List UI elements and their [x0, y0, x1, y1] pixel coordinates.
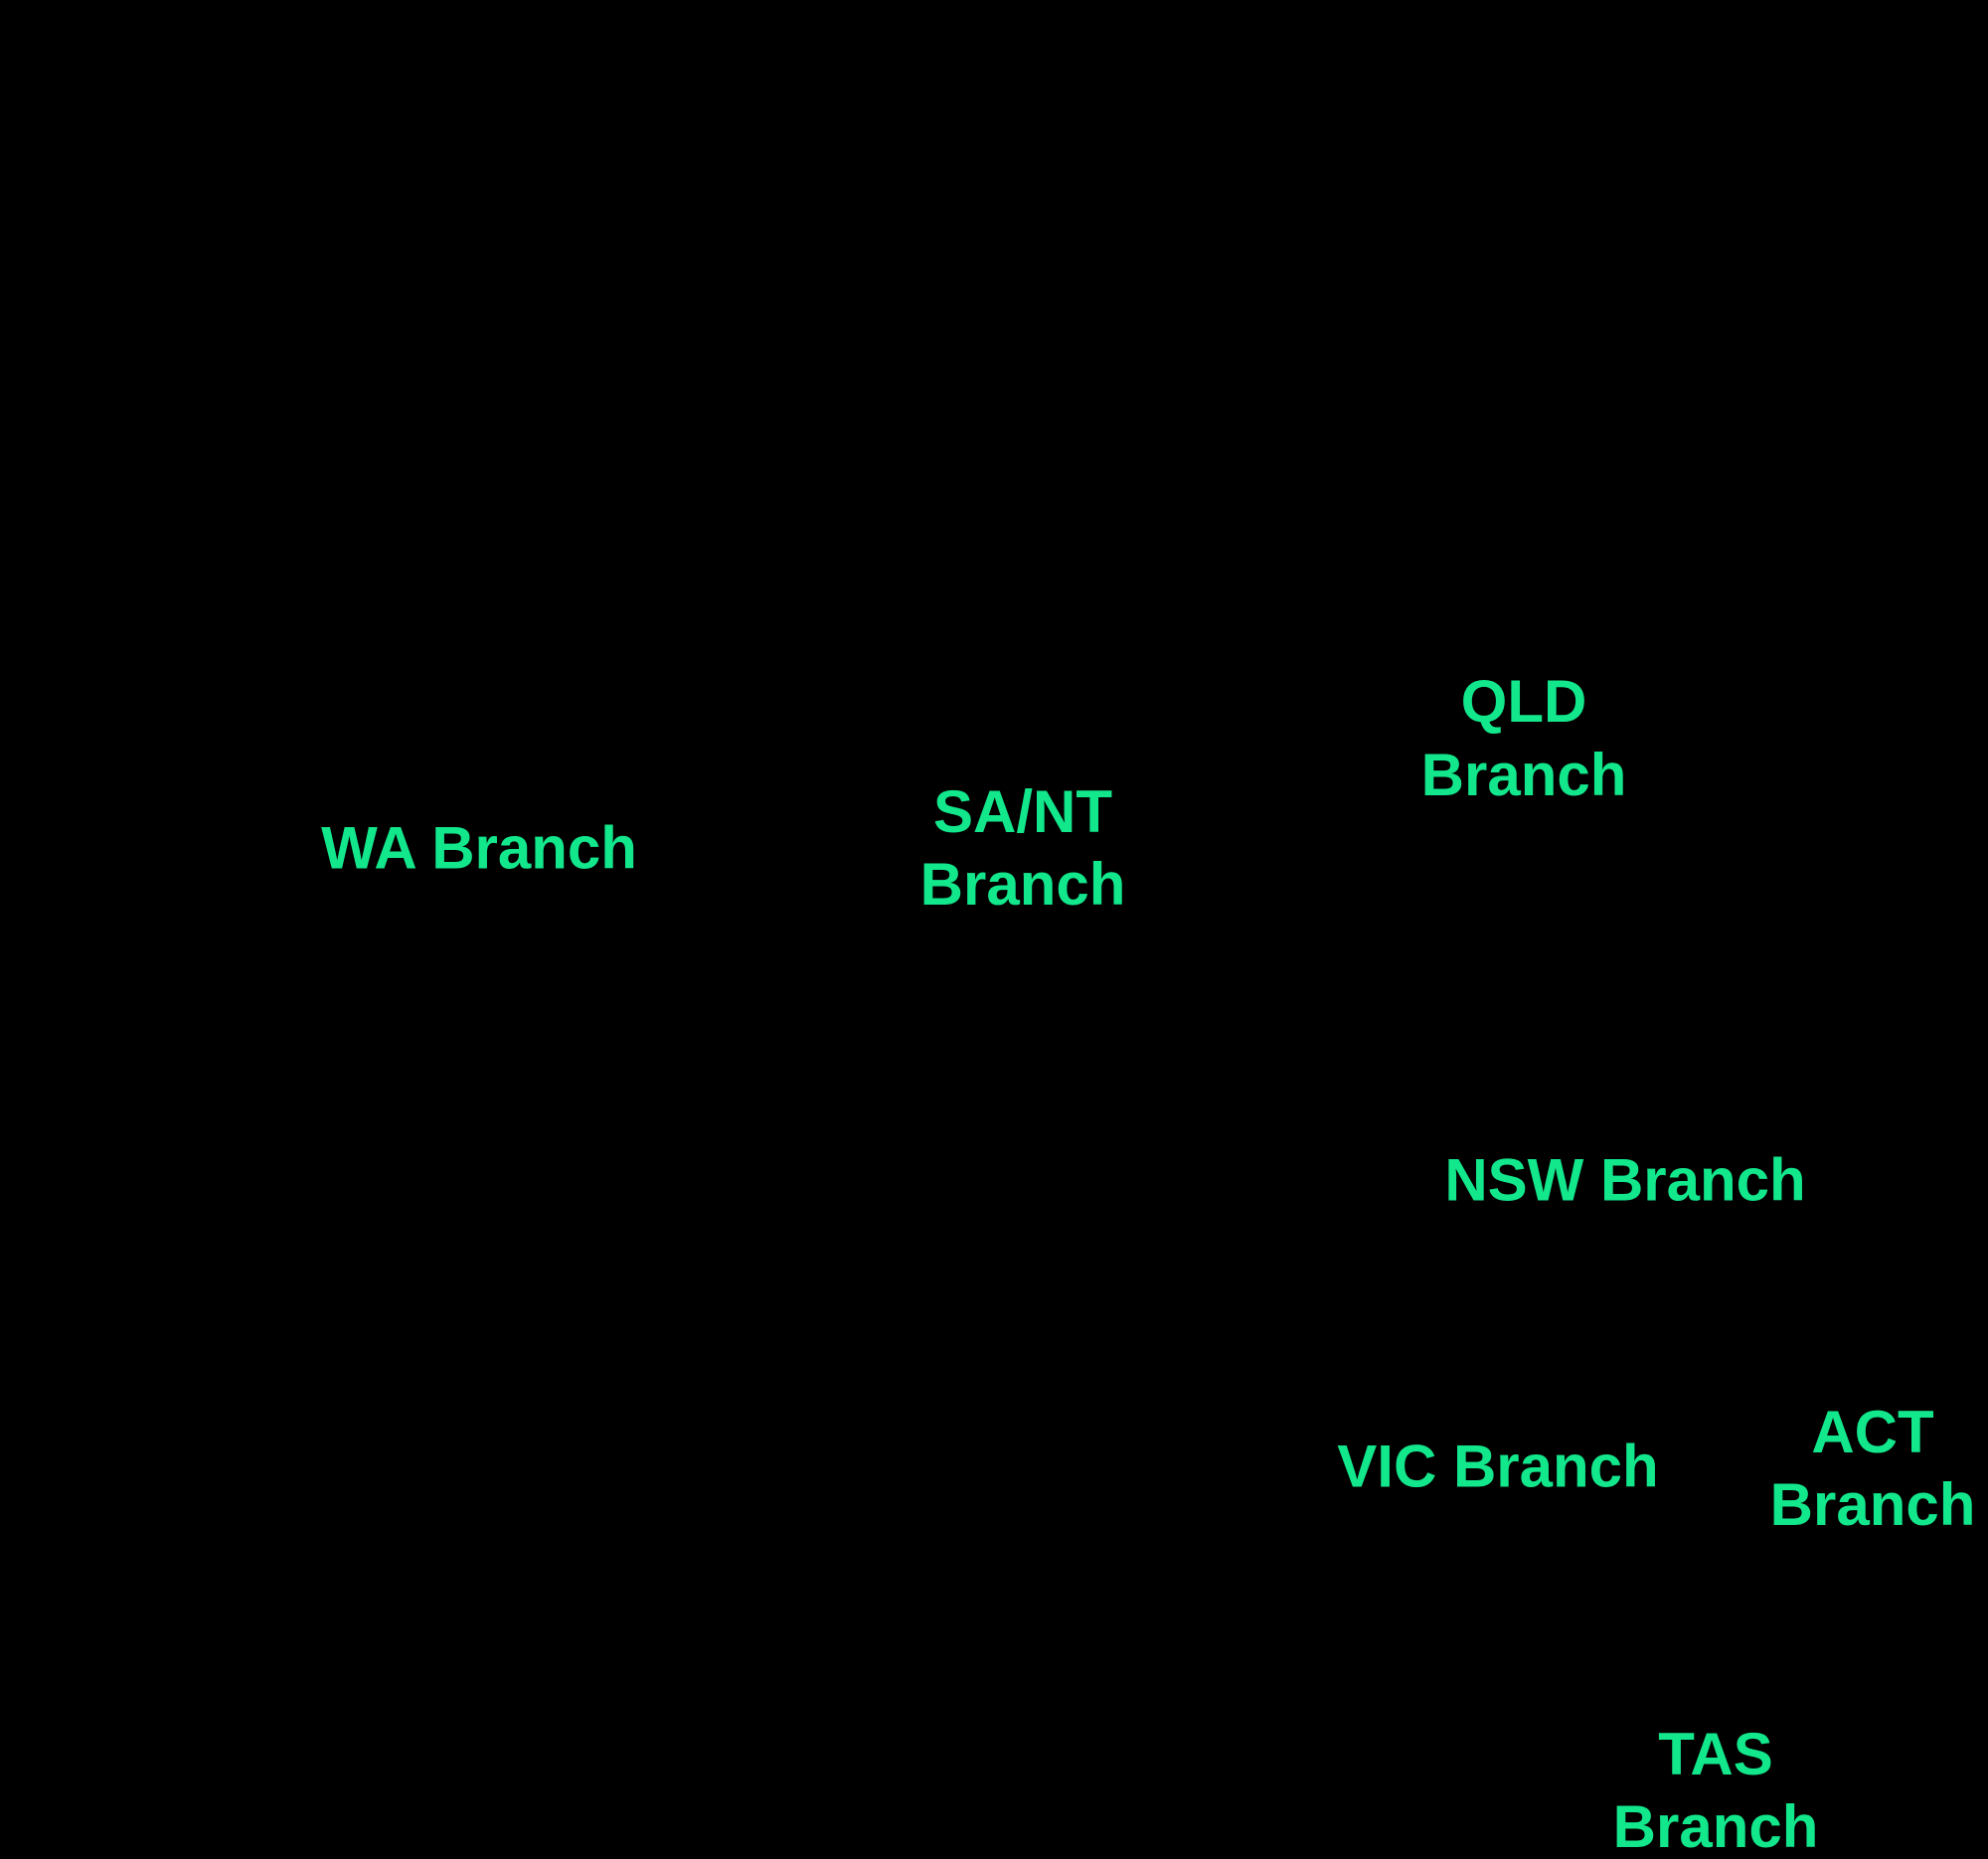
branch-label-sa-nt: SA/NT Branch — [919, 777, 1126, 918]
branch-label-nsw: NSW Branch — [1444, 1146, 1806, 1214]
branch-label-tas: TAS Branch — [1612, 1720, 1819, 1859]
branch-label-vic: VIC Branch — [1337, 1433, 1659, 1500]
branch-label-wa: WA Branch — [321, 814, 637, 882]
branch-label-act: ACT Branch — [1769, 1399, 1976, 1539]
branch-label-qld: QLD Branch — [1420, 668, 1627, 808]
